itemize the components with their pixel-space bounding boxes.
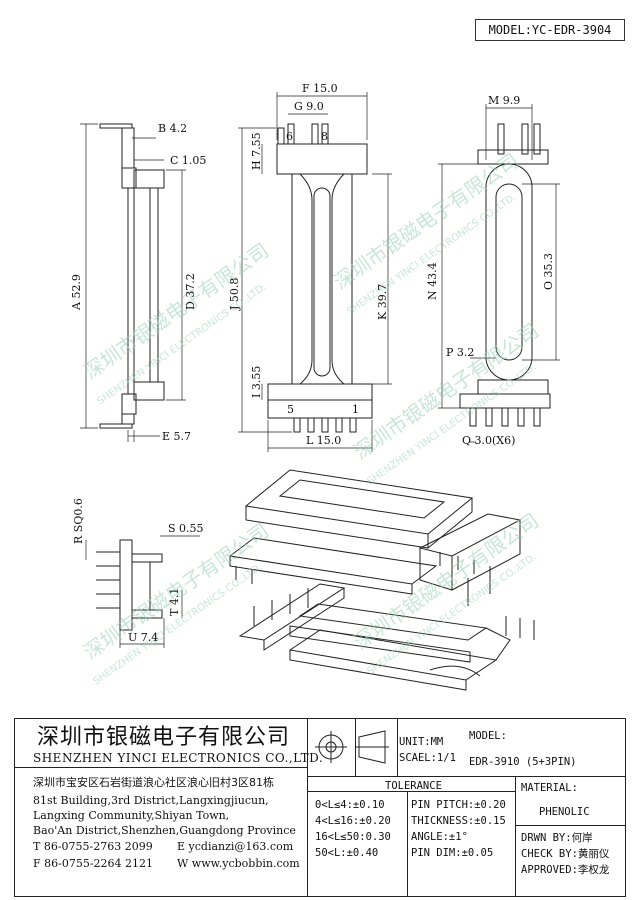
tolerance-1: 0<L≤4:±0.10 (315, 799, 385, 811)
pin-tolerance-4: PIN DIM:±0.05 (411, 847, 494, 859)
projection-symbol-icon (315, 730, 389, 764)
dim-h: H 7.55 (250, 132, 263, 170)
dim-d: D 37.2 (184, 273, 197, 310)
dim-c: C 1.05 (170, 154, 206, 167)
drawn-by: DRWN BY:何岸 (521, 832, 593, 844)
dim-t: T 4.1 (168, 588, 181, 616)
technical-drawing: 深圳市银磁电子有限公司 SHENZHEN YINCI ELECTRONICS C… (70, 82, 560, 691)
title-block: 深圳市银磁电子有限公司 SHENZHEN YINCI ELECTRONICS C… (14, 718, 626, 897)
pin-detail-view (85, 535, 200, 648)
material-label: MATERIAL: (521, 782, 578, 794)
dim-r: R SQ0.6 (72, 498, 85, 544)
company-name-cn: 深圳市银磁电子有限公司 (37, 725, 291, 750)
model-value: EDR-3910 (5+3PIN) (469, 756, 577, 768)
company-name-en: SHENZHEN YINCI ELECTRONICS CO.,LTD. (33, 751, 324, 765)
unit: UNIT:MM (399, 736, 444, 748)
side-view-left (80, 123, 186, 442)
dim-m: M 9.9 (488, 94, 520, 107)
dim-g: G 9.0 (294, 100, 324, 113)
pin-tolerance-2: THICKNESS:±0.15 (411, 815, 506, 827)
checked-by: CHECK BY:黄丽仪 (521, 848, 610, 860)
svg-text:深圳市银磁电子有限公司: 深圳市银磁电子有限公司 (349, 508, 543, 654)
approved-by: APPROVED:李权龙 (521, 864, 610, 876)
model-label: MODEL:YC-EDR-3904 (475, 19, 625, 41)
dim-a: A 52.9 (70, 274, 83, 311)
scale: SCAEL:1/1 (399, 752, 456, 764)
address-line-1: 81st Building,3rd District,Langxingjiucu… (33, 794, 269, 807)
telephone: T 86-0755-2763 2099 (33, 840, 153, 853)
dim-n: N 43.4 (426, 262, 439, 300)
tolerance-4: 50<L:±0.40 (315, 847, 379, 859)
dimension-labels: A 52.9 B 4.2 C 1.05 D 37.2 E 5.7 F 15.0 … (70, 82, 555, 644)
address-line-2: Langxing Community,Shiyan Town, (33, 809, 230, 822)
pin-6-label: 6 (286, 130, 293, 143)
dim-k: K 39.7 (376, 284, 389, 320)
svg-text:深圳市银磁电子有限公司: 深圳市银磁电子有限公司 (79, 238, 273, 384)
dim-b: B 4.2 (158, 122, 187, 135)
model-label: MODEL: (469, 730, 507, 742)
website: W www.ycbobbin.com (177, 857, 300, 870)
email: E ycdianzi@163.com (177, 840, 294, 853)
end-view-right (438, 104, 560, 443)
dim-e: E 5.7 (162, 430, 191, 443)
tolerance-heading: TOLERANCE (385, 780, 442, 792)
pin-tolerance-3: ANGLE:±1° (411, 831, 468, 843)
pin-5-label: 5 (287, 403, 294, 416)
dim-f: F 15.0 (302, 82, 338, 95)
dim-l: L 15.0 (306, 434, 341, 447)
tolerance-3: 16<L≤50:0.30 (315, 831, 391, 843)
dim-o: O 35.3 (542, 253, 555, 290)
dim-u: U 7.4 (128, 631, 158, 644)
pin-tolerance-1: PIN PITCH:±0.20 (411, 799, 506, 811)
front-view (238, 92, 392, 452)
dim-j: J 50.8 (228, 278, 241, 311)
dim-p: P 3.2 (446, 346, 474, 359)
address-cn: 深圳市宝安区石岩街道浪心社区浪心旧村3区81栋 (33, 776, 274, 789)
material-value: PHENOLIC (539, 806, 590, 818)
isometric-view (228, 469, 535, 691)
address-line-3: Bao'An District,Shenzhen,Guangdong Provi… (33, 824, 296, 837)
tolerance-2: 4<L≤16:±0.20 (315, 815, 391, 827)
pin-1-label: 1 (352, 403, 359, 416)
dim-i: I 3.55 (250, 366, 263, 398)
dim-s: S 0.55 (168, 522, 204, 535)
dim-q: Q 3.0(X6) (462, 434, 515, 447)
pin-8-label: 8 (321, 130, 328, 143)
fax: F 86-0755-2264 2121 (33, 857, 154, 870)
